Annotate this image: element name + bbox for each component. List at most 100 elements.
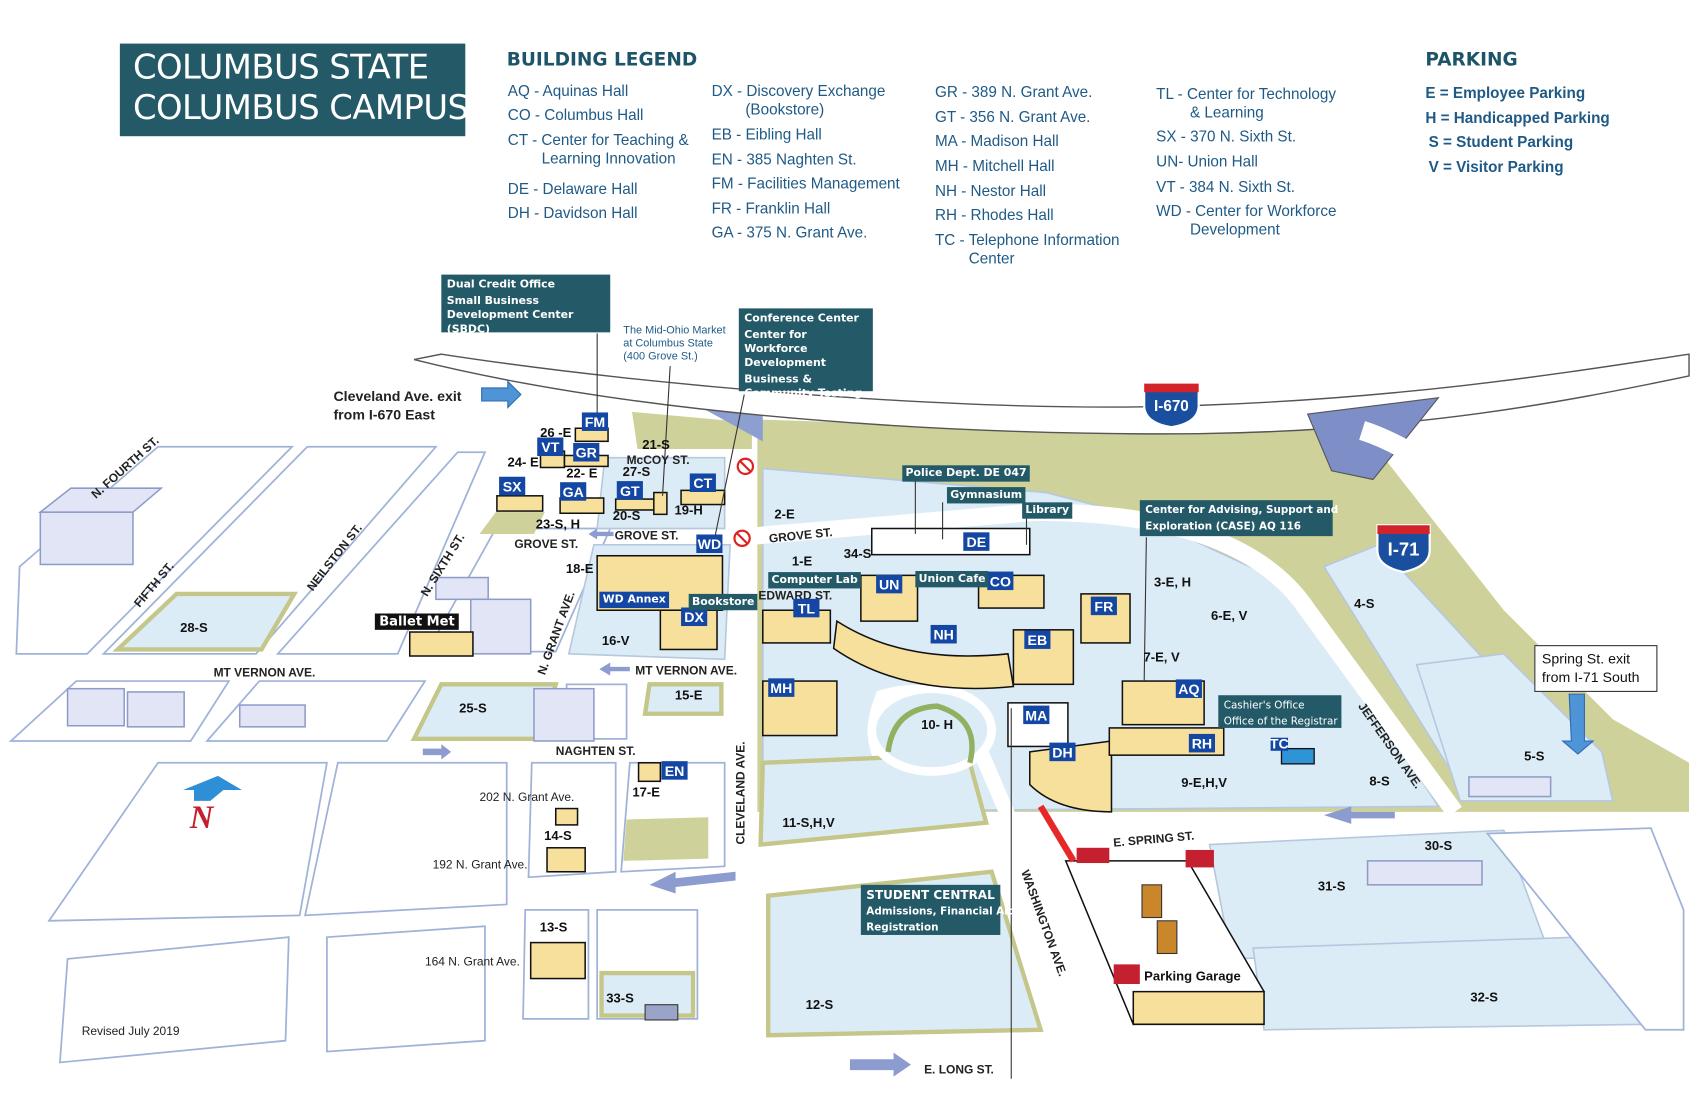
legend-item: FR - Franklin Hall (712, 199, 831, 218)
building-tag-vt[interactable]: VT (537, 437, 564, 457)
arrow-west-icon (649, 871, 736, 894)
street-label-washington: WASHINGTON AVE. (1018, 868, 1070, 978)
callout-library: Library (1022, 502, 1073, 519)
callout-leader-lines (596, 333, 1147, 1079)
building-tag-en[interactable]: EN (661, 761, 688, 780)
parking-lot-label: 17-E (632, 785, 660, 800)
parking-lot-label: 18-E (566, 561, 594, 576)
garage-atrium (1156, 920, 1178, 955)
street-label-grove: GROVE ST. (615, 528, 679, 542)
legend-item: FM - Facilities Management (712, 174, 900, 193)
street-label-grove: GROVE ST. (768, 525, 833, 546)
callout-text: Office of the Registrar (1223, 715, 1338, 728)
building-tag-label: MH (770, 681, 792, 697)
building-tag-label: FM (585, 415, 605, 431)
building-tag-sx[interactable]: SX (499, 476, 526, 496)
building-tag-label: DE (967, 535, 987, 551)
parking-lot-label: 27-S (623, 464, 651, 479)
building-tag-background (696, 534, 723, 554)
building-tag-background (1270, 737, 1289, 751)
highway-ramp (1359, 421, 1695, 663)
legend-item-text: NH - Nestor Hall (934, 181, 1047, 200)
i71-shield-icon: I-71 (1376, 524, 1431, 574)
building-tag-mh[interactable]: MH (768, 678, 795, 697)
no-left-turn-icon (733, 529, 751, 548)
building-tag-dh[interactable]: DH (1049, 742, 1076, 762)
block (58, 936, 290, 1064)
block-far-east (1485, 827, 1685, 1031)
building-sx (496, 495, 544, 512)
legend-item-text: TL - Center for Technology (1156, 84, 1336, 103)
building-tag-fm[interactable]: FM (581, 412, 609, 431)
parking-lot-label: 19-H (675, 502, 703, 517)
building-tag-background (768, 678, 795, 697)
parking-lot-label: 7-E, V (1143, 649, 1180, 664)
building-tag-label: DX (684, 610, 704, 626)
building-offsite (126, 691, 185, 728)
lot-25s (410, 682, 559, 741)
callout-text: Registration (866, 921, 939, 934)
legend-item-text: UN- Union Hall (1156, 152, 1258, 170)
arrow-west-icon (588, 528, 614, 540)
lot-15e (642, 682, 724, 716)
building-tag-background (537, 437, 564, 457)
building-164-grant (529, 941, 586, 980)
callout-text: Center for Workforce Development (744, 329, 826, 370)
arrow-west-spring-st-icon (1323, 806, 1395, 824)
building-tag-un[interactable]: UN (876, 574, 903, 594)
legend-item-text: MH - Mitchell Hall (934, 156, 1055, 175)
building-tag-aq[interactable]: AQ (1175, 679, 1202, 698)
building-tag-label: EB (1028, 633, 1048, 649)
block (304, 761, 508, 917)
callout-gymnasium: Gymnasium (946, 487, 1026, 504)
building-tag-label: TL (798, 602, 816, 618)
building-tag-gr[interactable]: GR (573, 442, 600, 462)
i71-label: I-71 (1388, 539, 1420, 560)
legend-item-text: Learning Innovation (541, 149, 676, 167)
parking-lot-label: 20-S (613, 508, 641, 523)
parking-lot-label: 23-S, H (536, 517, 580, 532)
parking-lot-label: 33-S (606, 991, 634, 1006)
building-tag-tl[interactable]: TL (793, 598, 820, 618)
title-line-1: COLUMBUS STATE (132, 47, 429, 88)
parking-lot-label: 30-S (1425, 838, 1453, 853)
building-tag-label: WD (698, 537, 722, 553)
building-tag-eb[interactable]: EB (1024, 630, 1051, 649)
building-tag-background (793, 598, 820, 618)
legend-item: EB - Eibling Hall (712, 125, 822, 144)
garage-stair-tower (1185, 849, 1214, 868)
building-tag-gt[interactable]: GT (616, 481, 643, 500)
cleveland-exit-note: Cleveland Ave. exit from I-670 East (333, 387, 461, 424)
building-tag-dx[interactable]: DX (681, 607, 708, 627)
building-tag-ct[interactable]: CT (689, 473, 716, 492)
parking-legend-item: V = Visitor Parking (1428, 157, 1564, 175)
callout-police: Police Dept. DE 047 (902, 465, 1030, 482)
building-tag-rh[interactable]: RH (1188, 733, 1216, 753)
callout-text: Business & Community Testing (744, 373, 863, 400)
grass-patch (623, 817, 709, 861)
building-tag-background (616, 481, 643, 500)
building-tag-ma[interactable]: MA (1023, 705, 1050, 725)
building-tag-nh[interactable]: NH (930, 624, 957, 644)
building-tag-ga[interactable]: GA (560, 482, 587, 501)
building-tag-background (1188, 733, 1216, 753)
building-192-grant (546, 847, 586, 873)
building-tag-label: CT (693, 476, 712, 492)
parking-legend-item: S = Student Parking (1428, 132, 1574, 151)
building-tag-label: GT (620, 484, 640, 500)
legend-item-text: EN - 385 Naghten St. (711, 150, 857, 168)
note-text: Cleveland Ave. exit (333, 387, 462, 405)
parking-lot-label: 1-E (792, 554, 813, 569)
building-tag-wd[interactable]: WD (696, 534, 723, 554)
building-tag-background (661, 761, 688, 780)
building-tag-tc[interactable]: TC (1270, 737, 1289, 753)
legend-item: SX - 370 N. Sixth St. (1156, 127, 1296, 146)
legend-item-text: DE - Delaware Hall (507, 179, 638, 198)
building-tag-co[interactable]: CO (987, 571, 1014, 591)
building-tag-label: CO (990, 574, 1011, 590)
building-tag-fr[interactable]: FR (1090, 596, 1117, 616)
building-tag-de[interactable]: DE (963, 532, 990, 551)
legend-item-text: CT - Center for Teaching & (507, 130, 689, 149)
